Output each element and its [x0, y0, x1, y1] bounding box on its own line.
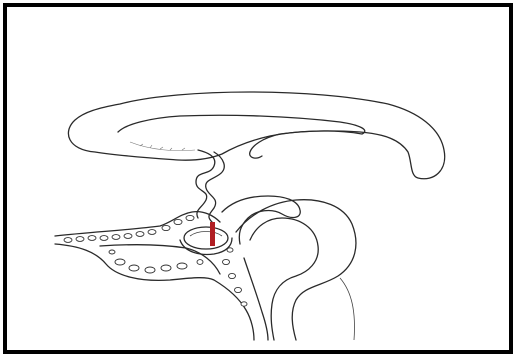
brainstem-inner-outline — [250, 218, 318, 340]
highlight-marker — [210, 222, 215, 246]
sphenoid-bone-lower — [55, 244, 254, 340]
pituitary-gland — [184, 227, 228, 249]
clivus-line — [244, 258, 268, 340]
corpus-callosum-outline — [68, 92, 444, 179]
brainstem-back-line — [340, 278, 354, 340]
third-ventricle-outline — [222, 196, 300, 244]
septum-shading — [130, 142, 195, 151]
callosum-inner-edge — [118, 115, 365, 158]
